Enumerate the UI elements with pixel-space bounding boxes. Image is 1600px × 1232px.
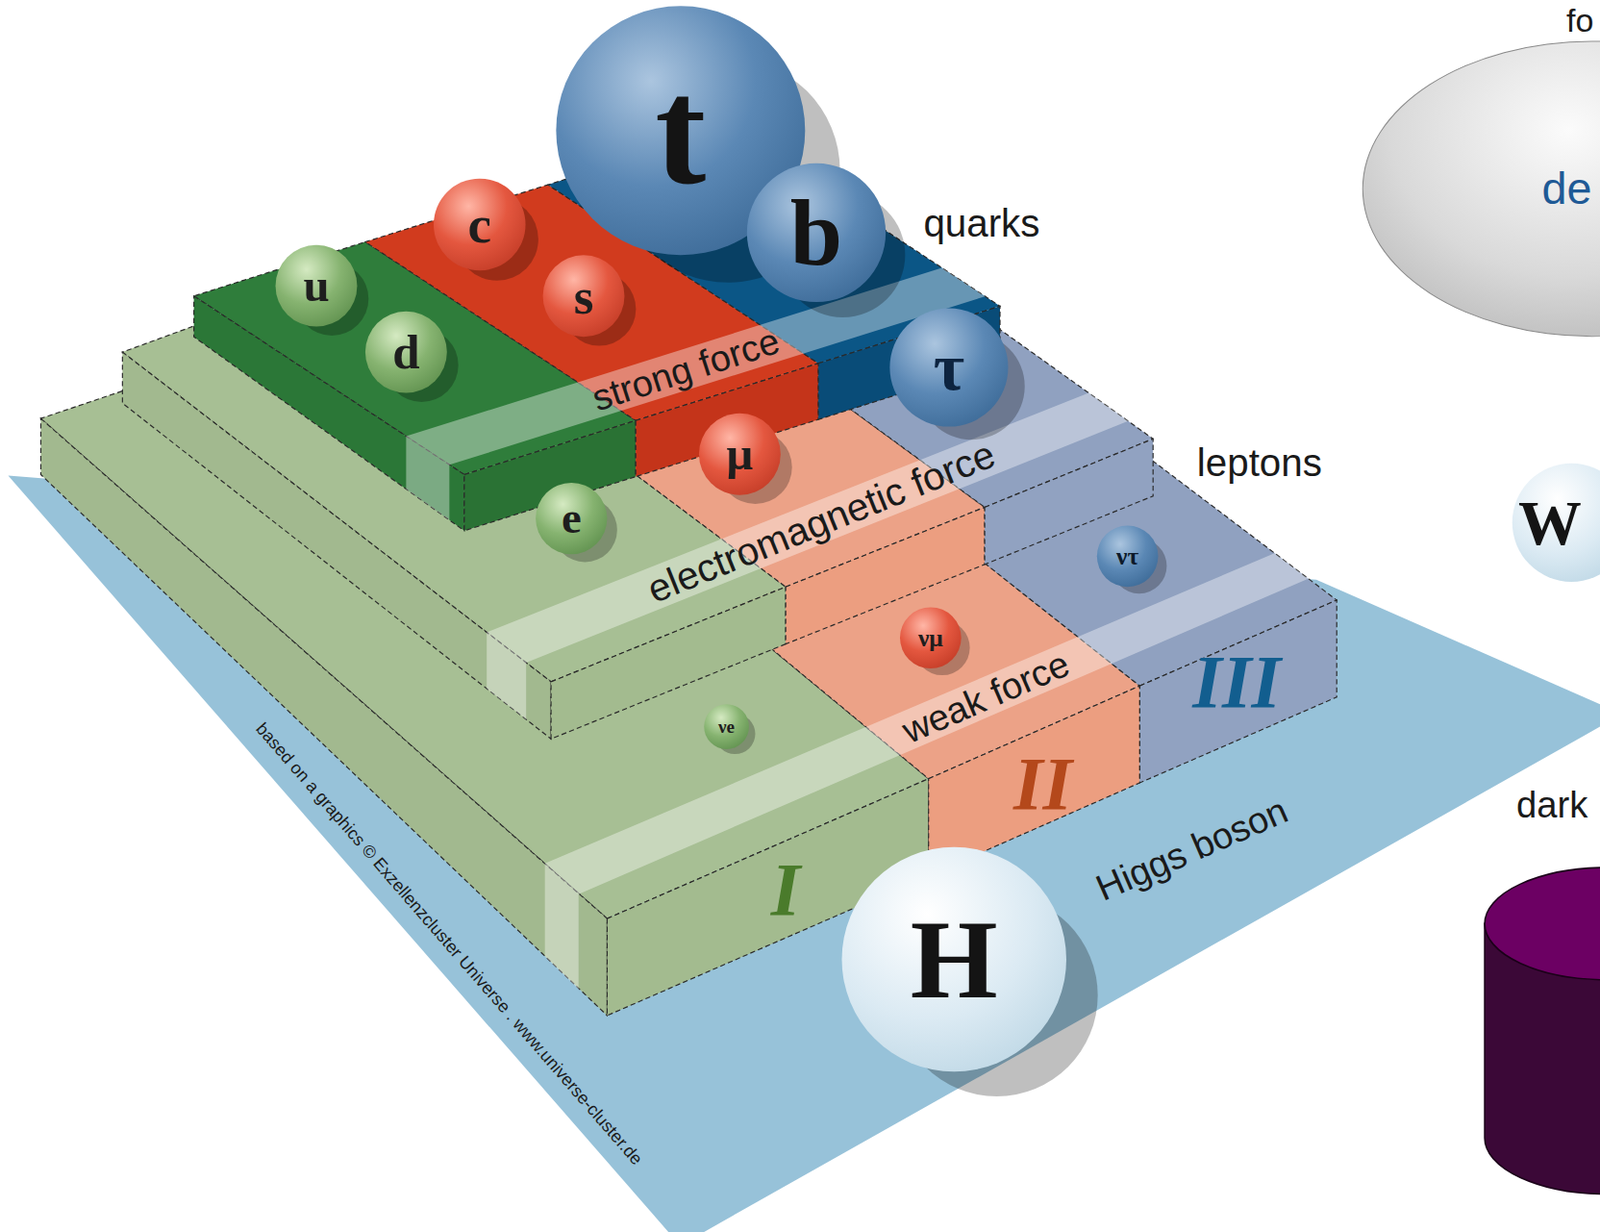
category-label: quarks [923,201,1040,247]
generation-numeral: II [1013,740,1073,827]
lepton-sphere: e [535,482,607,554]
cylinder-top [1484,867,1600,980]
cropped-label: dark [1516,783,1588,826]
particle-symbol: t [654,53,706,207]
generation-numeral: I [771,846,801,933]
dark-cylinder [1484,867,1600,1195]
lepton-sphere: τ [889,307,1008,426]
particle-symbol: b [790,185,843,280]
boson-sphere: W [1512,463,1600,582]
particle-symbol: s [574,270,595,322]
category-label: quarks [923,201,1040,247]
particle-symbol: u [302,262,329,310]
neutrino-sphere: ντ [1097,525,1159,588]
higgs-sphere: H [842,847,1067,1072]
cropped-label: fo [1566,1,1594,40]
quark-sphere: d [365,311,448,394]
generation-numeral: III [1192,638,1281,725]
quark-sphere: u [275,245,358,327]
force-band [486,631,526,720]
quark-sphere: b [747,163,886,302]
category-label: leptons [1197,440,1323,485]
particle-symbol: d [392,327,420,377]
quark-sphere: s [543,254,625,337]
grey-ellipse: de [1362,40,1600,337]
generation-numeral: I [771,846,801,933]
particle-symbol: ντ [1116,544,1139,569]
quark-sphere: c [433,178,526,272]
particle-symbol: e [561,496,582,542]
neutrino-sphere: νμ [900,606,962,669]
particle-symbol: c [468,198,493,251]
force-band [405,436,450,521]
particle-symbol: νμ [918,625,944,650]
lepton-sphere: μ [699,413,781,496]
force-band [545,863,579,990]
generation-numeral: III [1192,638,1281,725]
particle-symbol: νe [718,717,735,736]
generation-numeral: II [1013,740,1073,827]
cropped-label: dark [1516,783,1588,826]
particle-symbol: W [1518,490,1582,554]
particle-symbol: H [910,902,999,1016]
particle-symbol: μ [726,430,754,478]
neutrino-sphere: νe [703,703,750,750]
category-label: leptons [1197,440,1323,485]
cropped-label: fo [1566,1,1594,40]
particle-symbol: τ [933,333,965,401]
tier-weak [40,171,1337,1016]
particle-symbol: de [1542,166,1593,212]
